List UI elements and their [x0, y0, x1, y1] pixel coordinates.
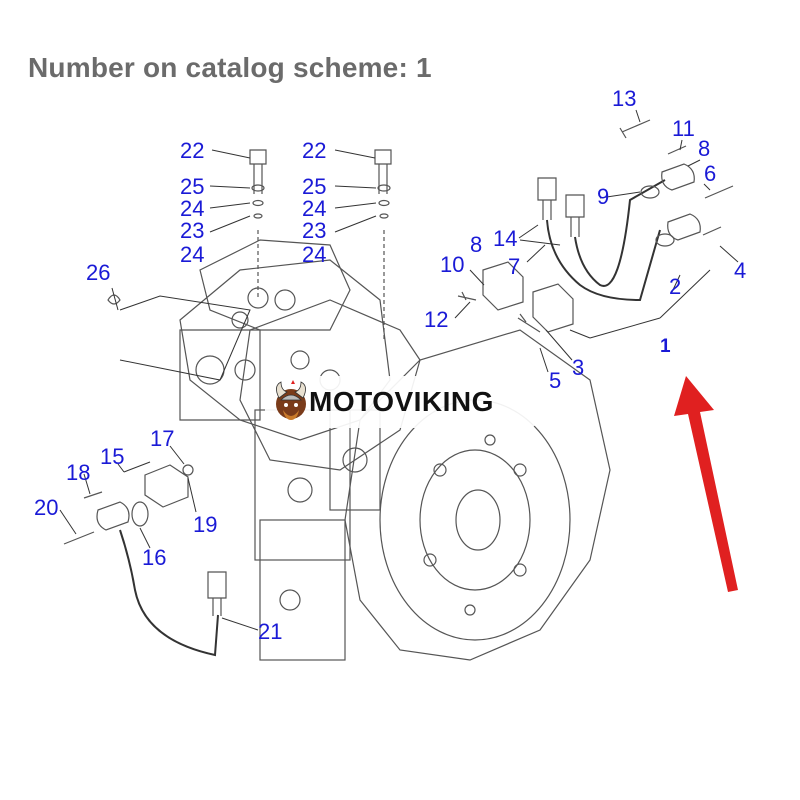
- bolt-18: [83, 491, 103, 499]
- red-arrow-indicator: [674, 376, 738, 592]
- sensor-8: [661, 163, 695, 191]
- label-8-mid: 8: [470, 232, 483, 257]
- bolt-4: [702, 226, 722, 236]
- label-25-left: 25: [180, 174, 205, 199]
- label-24-right-1: 24: [302, 196, 327, 221]
- connector-21: [207, 571, 227, 616]
- label-19: 19: [193, 512, 218, 537]
- pump-body-top: [199, 239, 351, 331]
- label-16: 16: [142, 545, 167, 570]
- label-5: 5: [549, 368, 562, 393]
- brand-watermark: MOTOVIKING: [265, 376, 537, 428]
- label-23-left: 23: [180, 218, 205, 243]
- plug-26: [107, 294, 121, 305]
- label-24-left-1: 24: [180, 196, 205, 221]
- flywheel-housing: [344, 329, 611, 661]
- viking-logo-icon: [276, 380, 306, 420]
- label-4: 4: [734, 258, 747, 283]
- o-ring-9: [640, 185, 660, 199]
- bolt-20: [63, 531, 95, 545]
- label-22-right: 22: [302, 138, 327, 163]
- label-6: 6: [704, 161, 717, 186]
- solenoid-block-8: [482, 261, 524, 311]
- label-10: 10: [440, 252, 465, 277]
- bolt-6: [704, 185, 734, 199]
- o-ring-16: [131, 501, 149, 527]
- bolt-22-left: [249, 149, 267, 194]
- harness-21: [119, 529, 219, 657]
- label-23-right: 23: [302, 218, 327, 243]
- sensor-6: [667, 213, 701, 241]
- page-title: Number on catalog scheme: 1: [28, 52, 432, 83]
- bolt-22-right: [374, 149, 392, 194]
- label-15: 15: [100, 444, 125, 469]
- label-1: 1: [660, 336, 671, 357]
- pump-lower-block: [259, 519, 346, 661]
- label-24-left-2: 24: [180, 242, 205, 267]
- housing-ring: [379, 399, 571, 641]
- label-22-left: 22: [180, 138, 205, 163]
- connector-7: [565, 194, 585, 237]
- label-8-right: 8: [698, 136, 711, 161]
- label-12: 12: [424, 307, 449, 332]
- label-13: 13: [612, 86, 637, 111]
- connector-14: [537, 177, 557, 220]
- label-17: 17: [150, 426, 175, 451]
- solenoid-block-15: [144, 464, 189, 508]
- label-21: 21: [258, 619, 283, 644]
- harness-2: [546, 219, 661, 302]
- label-7: 7: [508, 254, 521, 279]
- o-ring-17: [182, 464, 194, 476]
- label-3: 3: [572, 355, 585, 380]
- housing-inner-ring: [419, 449, 531, 591]
- label-24-right-2: 24: [302, 242, 327, 267]
- brand-name: MOTOVIKING: [309, 386, 494, 417]
- label-26: 26: [86, 260, 111, 285]
- shaft-bore: [455, 489, 501, 551]
- solenoid-block-3: [532, 283, 574, 333]
- label-25-right: 25: [302, 174, 327, 199]
- bolt-13: [619, 119, 651, 139]
- label-18: 18: [66, 460, 91, 485]
- sensor-16: [96, 501, 130, 531]
- pump-side-plate: [254, 409, 351, 561]
- label-9: 9: [597, 184, 610, 209]
- harness-1: [574, 179, 666, 287]
- label-20: 20: [34, 495, 59, 520]
- label-2: 2: [669, 274, 682, 299]
- label-14: 14: [493, 226, 518, 251]
- label-11: 11: [672, 116, 695, 141]
